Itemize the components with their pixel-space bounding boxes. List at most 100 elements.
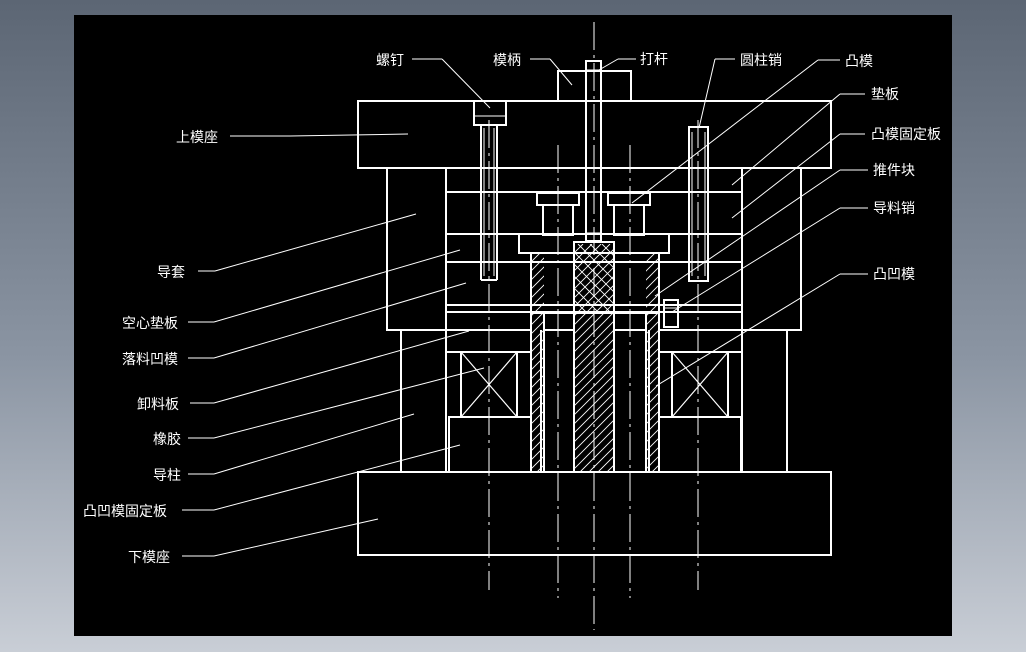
hatch-line — [531, 253, 541, 263]
die-assembly-drawing: 螺钉 模柄 打杆 圆柱销 凸模 垫板 凸模固定板 推件块 导料销 凸凹模 上模座… — [83, 22, 952, 630]
label-guide-bushing: 导套 — [157, 265, 185, 281]
hatch-line — [531, 302, 544, 317]
hatch-line — [531, 311, 544, 326]
hatch-line — [577, 244, 614, 281]
rubber — [460, 351, 729, 418]
hatch-line — [733, 253, 952, 472]
hatch-line — [760, 244, 952, 472]
hatch-line — [670, 253, 889, 472]
punch-die-retainer — [448, 416, 742, 473]
hatch-line — [769, 244, 952, 472]
hatch-line — [574, 347, 614, 389]
hatch-line — [690, 253, 909, 472]
hatch-line — [588, 446, 614, 472]
hatch-line — [753, 253, 952, 472]
label-dowel-pin: 圆柱销 — [740, 53, 782, 69]
hatch-line — [573, 253, 792, 472]
hatch-line — [574, 299, 587, 313]
hatch-line — [531, 320, 544, 335]
hatch-line — [778, 253, 952, 472]
hatch-line — [760, 253, 952, 472]
hatch-line — [531, 347, 544, 362]
hatch-line — [601, 244, 614, 257]
hatch-line — [688, 253, 907, 472]
hatch-line — [646, 284, 659, 299]
hatch-line — [646, 347, 659, 362]
label-guide-pin: 导料销 — [873, 201, 915, 217]
hatch-line — [591, 253, 810, 472]
hatch-line — [564, 253, 783, 472]
hatch-line — [733, 244, 952, 472]
hatch-line — [654, 253, 873, 472]
hatch-line — [574, 428, 614, 470]
hatch-line — [574, 275, 614, 317]
label-lower-die-base: 下模座 — [128, 550, 170, 566]
hatch-line — [531, 253, 532, 254]
hatch-line — [724, 253, 943, 472]
hatch-line — [877, 253, 952, 472]
hatch-line — [574, 338, 614, 380]
die-shank — [557, 70, 632, 102]
screw — [473, 100, 507, 281]
punch-die-hatching — [531, 244, 952, 472]
guide-bushing-left — [386, 167, 447, 331]
hatch-line — [574, 383, 614, 425]
hatch-line — [574, 302, 614, 344]
hatch-line — [832, 253, 952, 472]
lower-die-base — [357, 471, 832, 556]
labels: 螺钉 模柄 打杆 圆柱销 凸模 垫板 凸模固定板 推件块 导料销 凸凹模 上模座… — [83, 51, 941, 566]
hatch-line — [574, 266, 614, 308]
hatch-line — [868, 253, 952, 472]
hatch-line — [574, 401, 614, 443]
hatch-line — [531, 365, 544, 380]
hatch-line — [662, 244, 730, 312]
hatch-line — [646, 428, 659, 443]
hatch-line — [762, 253, 952, 472]
hatch-line — [574, 320, 614, 362]
hatch-line — [814, 253, 952, 472]
hatch-line — [769, 253, 952, 472]
label-die-shank: 模柄 — [493, 53, 521, 69]
hatch-line — [531, 338, 544, 353]
hatch-line — [823, 253, 952, 472]
hatch-line — [574, 374, 614, 416]
hatch-line — [646, 410, 659, 425]
hatch-line — [574, 311, 575, 312]
hatch-line — [850, 253, 952, 472]
hatch-line — [796, 253, 952, 472]
label-backing-plate: 垫板 — [871, 87, 899, 103]
label-stripper-plate: 卸料板 — [137, 397, 179, 413]
hatch-line — [672, 253, 891, 472]
hatch-line — [574, 251, 614, 293]
hatch-line — [661, 244, 889, 472]
hatch-line — [574, 244, 602, 272]
punches — [536, 192, 651, 236]
hatch-line — [646, 338, 659, 353]
hatch-line — [724, 244, 952, 472]
hatch-line — [646, 253, 656, 263]
hatch-line — [589, 244, 614, 269]
hatch-line — [751, 253, 952, 472]
hatch-line — [717, 253, 936, 472]
guide-pin — [663, 299, 679, 328]
hatch-line — [699, 253, 918, 472]
hatch-line — [715, 253, 934, 472]
hatch-line — [735, 253, 952, 472]
hatch-line — [574, 263, 614, 305]
hatch-line — [679, 253, 898, 472]
hatch-line — [574, 287, 599, 313]
hatch-line — [636, 253, 855, 472]
label-blanking-die: 落料凹模 — [122, 352, 178, 368]
hatch-line — [574, 275, 611, 313]
hatch-line — [726, 253, 945, 472]
hatch-line — [778, 244, 952, 472]
hatch-line — [646, 329, 659, 344]
hatch-line — [646, 257, 659, 272]
label-punch-die: 凸凹模 — [873, 267, 915, 283]
hatch-line — [706, 253, 925, 472]
hatch-line — [574, 410, 614, 452]
hatch-line — [531, 329, 544, 344]
label-punch: 凸模 — [845, 54, 873, 70]
hatch-line — [531, 374, 544, 389]
dowel-pin — [688, 126, 709, 282]
